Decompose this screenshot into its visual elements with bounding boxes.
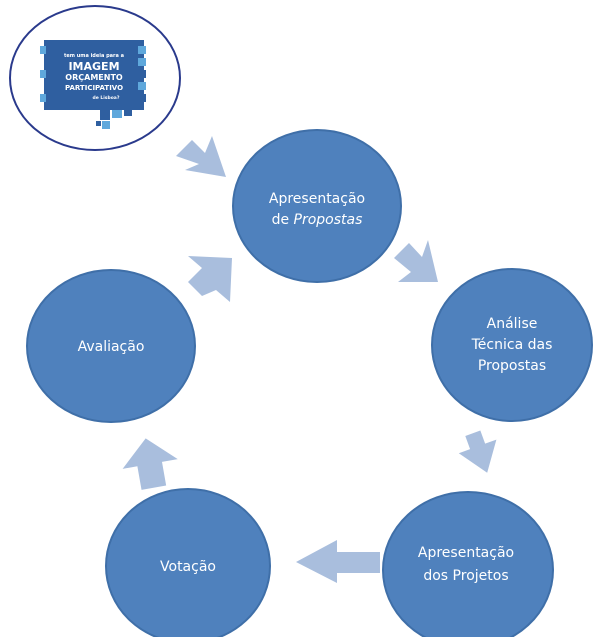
logo-text-line-1: tem uma ideia para a xyxy=(64,53,124,59)
logo-text-line-4: PARTICIPATIVO xyxy=(65,84,123,92)
node-label-italic-word: Propostas xyxy=(294,212,363,228)
speech-bubble-logo-icon: tem uma ideia para a IMAGEM ORÇAMENTO PA… xyxy=(40,40,146,129)
logo-text-line-2: IMAGEM xyxy=(68,60,119,73)
logo: tem uma ideia para a IMAGEM ORÇAMENTO PA… xyxy=(9,5,181,151)
node-label-line: de Propostas xyxy=(272,212,363,228)
arrow-logo-to-propostas xyxy=(176,136,226,177)
node-label-line: Apresentação xyxy=(269,191,365,207)
node-avaliacao: Avaliação xyxy=(26,269,196,423)
logo-text-line-3: ORÇAMENTO xyxy=(65,73,123,82)
node-label-line: Votação xyxy=(160,559,216,575)
node-label-line: dos Projetos xyxy=(423,568,508,584)
logo-text-line-5: de Lisboa? xyxy=(93,95,120,101)
node-votacao: Votação xyxy=(105,488,271,637)
node-label-line: Apresentação xyxy=(418,545,514,561)
arrow-avaliacao-to-propostas xyxy=(188,256,232,302)
node-label-line: Propostas xyxy=(478,358,546,374)
arrow-analise-to-projetos xyxy=(458,430,497,473)
node-label-word: de xyxy=(272,212,294,228)
node-apresentacao-projetos: Apresentação dos Projetos xyxy=(382,491,554,637)
node-label-line: Técnica das xyxy=(471,337,553,353)
arrow-votacao-to-avaliacao xyxy=(122,438,178,490)
node-analise-tecnica: Análise Técnica das Propostas xyxy=(431,268,593,422)
arrow-projetos-to-votacao xyxy=(296,540,380,583)
node-label-line: Avaliação xyxy=(78,339,145,355)
node-apresentacao-propostas: Apresentação de Propostas xyxy=(232,129,402,283)
arrow-propostas-to-analise xyxy=(394,240,438,282)
node-label-line: Análise xyxy=(487,316,538,332)
